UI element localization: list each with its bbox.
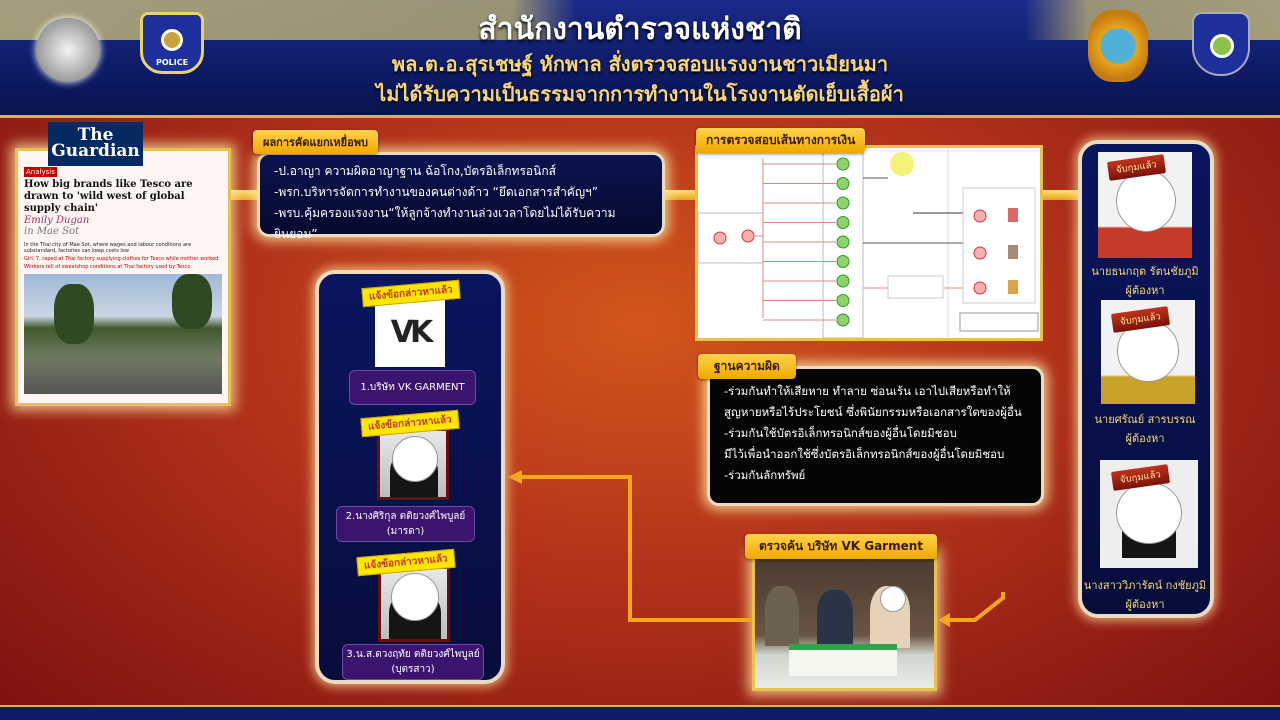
account-node <box>836 313 850 327</box>
charged-name-box: 1.บริษัท VK GARMENT <box>349 370 476 405</box>
account-node <box>836 255 850 268</box>
connector-bar <box>1040 190 1082 200</box>
account-node <box>836 235 850 249</box>
mugshot-photo <box>377 428 449 500</box>
subtitle-line-1: พล.ต.อ.สุรเชษฐ์ หักพาล สั่งตรวจสอบแรงงาน… <box>391 52 889 76</box>
suspect-role: ผู้ต้องหา <box>1125 432 1165 445</box>
finding-item: -พรก.บริหารจัดการทำงานของคนต่างด้าว “ยึด… <box>274 185 599 199</box>
title: สำนักงานตำรวจแห่งชาติ <box>478 12 802 47</box>
raid-label: ตรวจค้น บริษัท VK Garment <box>745 534 937 559</box>
money-flow-chart <box>697 147 1039 339</box>
suspect-role: ผู้ต้องหา <box>1125 598 1165 611</box>
subtitle-line-2: ไม่ได้รับความเป็นธรรมจากการทำงานในโรงงาน… <box>376 82 904 106</box>
offense-item: -ร่วมกันใช้บัตรอิเล็กทรอนิกส์ของผู้อื่นโ… <box>724 426 957 440</box>
article-location: in Mae Sot <box>24 226 80 237</box>
guardian-logo: The Guardian <box>48 122 143 166</box>
account-node <box>836 177 850 190</box>
offense-item: -ร่วมกันลักทรัพย์ <box>724 468 806 482</box>
account-node <box>836 196 850 210</box>
offense-item: มีไว้เพื่อนำออกใช้ซึ่งบัตรอิเล็กทรอนิกส์… <box>724 447 1005 461</box>
finding-item: -พรบ.คุ้มครองแรงงาน“ให้ลูกจ้างทำงานล่วงเ… <box>274 206 616 241</box>
account-node <box>836 294 850 307</box>
arrowhead <box>508 470 522 484</box>
connector-bar <box>225 190 265 200</box>
offenses-label: ฐานความผิด <box>698 354 796 379</box>
police-crest-icon <box>36 18 100 82</box>
news-article-card: Analysis How big brands like Tesco are d… <box>15 148 231 406</box>
arrowhead <box>938 613 950 627</box>
article-headline: How big brands like Tesco are drawn to '… <box>24 179 193 214</box>
account-node <box>836 157 850 171</box>
account-node <box>836 216 850 229</box>
mugshot-photo <box>378 566 450 642</box>
suspect-role: ผู้ต้องหา <box>1125 284 1165 297</box>
finding-item: -ป.อาญา ความผิดอาญาฐาน ฉ้อโกง,บัตรอิเล็ก… <box>274 164 556 178</box>
article-bullet[interactable]: Workers tell of sweatshop conditions at … <box>24 264 191 270</box>
findings-box: -ป.อาญา ความผิดอาญาฐาน ฉ้อโกง,บัตรอิเล็ก… <box>257 152 665 241</box>
article-photo <box>24 274 222 394</box>
account-node <box>836 274 850 288</box>
article-standfirst: In the Thai city of Mae Sot, where wages… <box>24 242 192 254</box>
suspect-name: นางสาววิภารัตน์ กงชัยภูมิ <box>1083 579 1207 592</box>
vk-garment-logo: VK <box>375 297 445 367</box>
money-trail-label: การตรวจสอบเส้นทางการเงิน <box>696 128 866 153</box>
charged-name-box: 2.นางศิริกุล ตติยวงศ์ไพบูลย์ (มารดา) <box>336 506 475 542</box>
agency-seal-icon <box>1088 10 1148 82</box>
cyber-police-badge-icon <box>1192 12 1250 76</box>
findings-label: ผลการคัดแยกเหยื่อพบ <box>253 130 378 154</box>
money-trail-diagram <box>695 145 1043 341</box>
offense-item: -ร่วมกันทำให้เสียหาย ทำลาย ซ่อนเร้น เอาไ… <box>724 384 1011 398</box>
raid-photo <box>752 553 937 691</box>
article-tag: Analysis <box>24 167 57 177</box>
charged-name-box: 3.น.ส.ดวงฤทัย ตติยวงศ์ไพบูลย์ (บุตรสาว) <box>342 644 484 680</box>
arrow-arrested-to-raid <box>945 592 1005 622</box>
header-banner: POLICE สำนักงานตำรวจแห่งชาติ พล.ต.อ.สุรเ… <box>0 0 1280 118</box>
badge-text: POLICE <box>155 58 189 67</box>
suspect-name: นายศรัณย์ สารบรรณ <box>1094 413 1196 426</box>
offense-item: สูญหายหรือไร้ประโยชน์ ซึ่งพินัยกรรมหรือเ… <box>724 405 1022 419</box>
police-badge-icon: POLICE <box>140 12 204 74</box>
article-author: Emily Dugan <box>24 215 90 226</box>
offenses-box: -ร่วมกันทำให้เสียหาย ทำลาย ซ่อนเร้น เอาไ… <box>707 366 1044 506</box>
article-bullet[interactable]: Girl, 7, raped at Thai factory supplying… <box>24 256 219 262</box>
connector-bar <box>660 190 700 200</box>
suspect-name: นายธนกฤต รัตนชัยภูมิ <box>1091 265 1199 278</box>
footer-strip <box>0 705 1280 720</box>
